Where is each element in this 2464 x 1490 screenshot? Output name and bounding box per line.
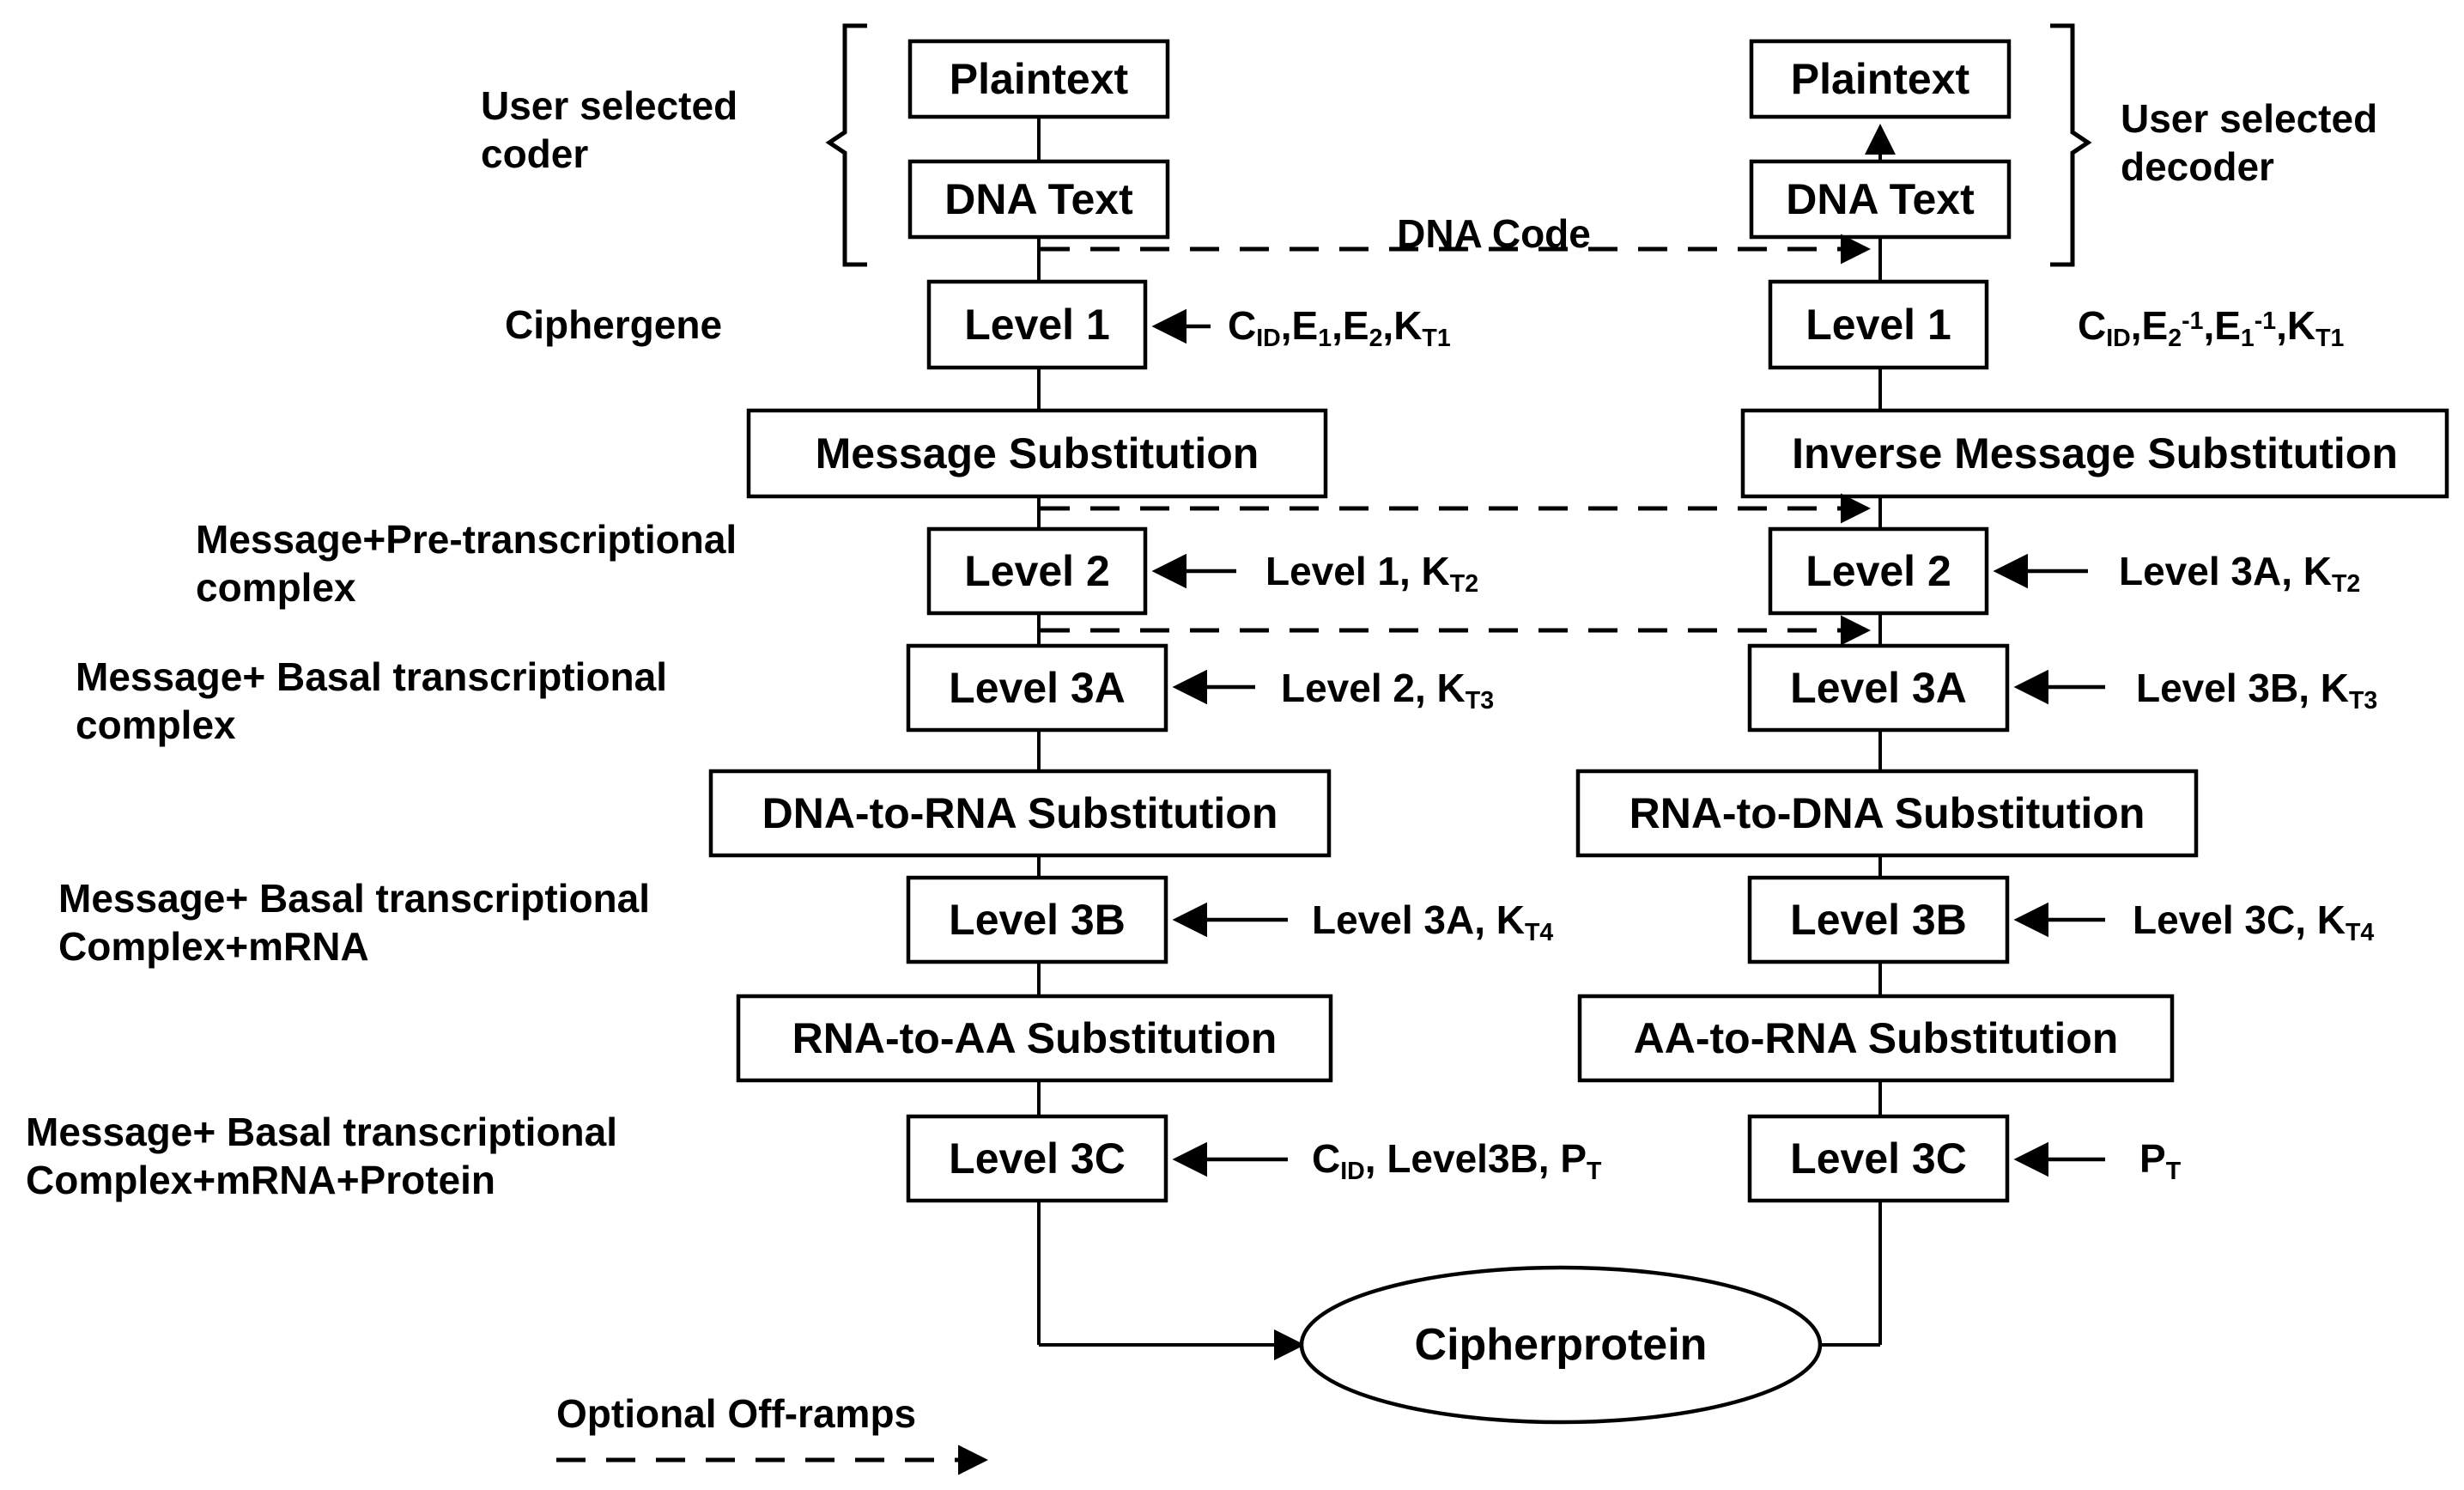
label-user-selected-decoder: User selected decoder (2121, 96, 2378, 190)
box-decoder-rna-to-dna (1575, 769, 2199, 858)
box-decoder-level-3c (1747, 1114, 2010, 1203)
key-decoder-level-3a: Level 3B, KT3 (2136, 666, 2378, 715)
key-decoder-level-3b: Level 3C, KT4 (2133, 897, 2375, 946)
node-decoder-level-2[interactable]: Level 2 (1806, 546, 1951, 595)
key-coder-level-2: Level 1, KT2 (1265, 549, 1479, 598)
label-dna-code: DNA Code (1397, 211, 1591, 256)
node-decoder-dna-text[interactable]: DNA Text (1786, 174, 1975, 223)
box-decoder-plaintext (1749, 39, 2012, 119)
coder-brace (825, 23, 867, 267)
box-decoder-inverse-message-substitution (1740, 408, 2449, 499)
node-coder-plaintext[interactable]: Plaintext (949, 54, 1129, 103)
node-coder-dna-text[interactable]: DNA Text (944, 174, 1133, 223)
node-coder-level-3c[interactable]: Level 3C (949, 1134, 1126, 1183)
label-level-2-description: Message+Pre-transcriptional complex (196, 517, 737, 611)
node-decoder-aa-to-rna-substitution[interactable]: AA-to-RNA Substitution (1633, 1013, 2119, 1062)
decoder-connectors (1818, 124, 1896, 1347)
decoder-brace (2050, 23, 2092, 267)
offramp-dashed-arrows (556, 234, 1871, 1475)
cipherprotein-ellipse (1299, 1265, 1823, 1425)
label-user-selected-coder: User selected coder (481, 83, 738, 177)
node-coder-rna-to-aa-substitution[interactable]: RNA-to-AA Substitution (792, 1013, 1278, 1062)
box-decoder-aa-to-rna (1577, 994, 2175, 1083)
box-decoder-dna-text (1749, 159, 2012, 240)
node-coder-level-2[interactable]: Level 2 (964, 546, 1110, 595)
node-decoder-plaintext[interactable]: Plaintext (1790, 54, 1970, 103)
key-coder-level-3a: Level 2, KT3 (1281, 666, 1495, 715)
box-coder-level-3c (906, 1114, 1168, 1203)
box-coder-level-3b (906, 875, 1168, 964)
box-coder-dna-to-rna (708, 769, 1332, 858)
key-coder-level-3b: Level 3A, KT4 (1312, 897, 1554, 946)
label-ciphergene: Ciphergene (505, 302, 723, 347)
node-coder-message-substitution[interactable]: Message Substitution (815, 429, 1259, 477)
node-decoder-rna-to-dna-substitution[interactable]: RNA-to-DNA Substitution (1629, 788, 2145, 837)
node-coder-level-3a[interactable]: Level 3A (949, 663, 1126, 712)
box-coder-plaintext (907, 39, 1170, 119)
coder-connectors (1037, 117, 1305, 1360)
label-level-3c-description: Message+ Basal transcriptional Complex+m… (26, 1110, 618, 1203)
box-coder-rna-to-aa (736, 994, 1333, 1083)
key-coder-level-1: CID,E1,E2,KT1 (1228, 303, 1451, 352)
node-coder-dna-to-rna-substitution[interactable]: DNA-to-RNA Substitution (762, 788, 1278, 837)
node-cipherprotein[interactable]: Cipherprotein (1414, 1319, 1708, 1370)
node-decoder-level-3b[interactable]: Level 3B (1790, 895, 1967, 944)
decoder-boxes (1575, 39, 2449, 1203)
node-decoder-level-3a[interactable]: Level 3A (1790, 663, 1967, 712)
box-coder-dna-text (907, 159, 1170, 240)
box-coder-level-3a (906, 643, 1168, 733)
node-decoder-level-1[interactable]: Level 1 (1806, 300, 1951, 349)
key-coder-level-3c: CID, Level3B, PT (1312, 1136, 1602, 1185)
key-decoder-level-2: Level 3A, KT2 (2119, 549, 2361, 598)
box-decoder-level-3a (1747, 643, 2010, 733)
key-decoder-level-1: CID,E2-1,E1-1,KT1 (2078, 303, 2345, 352)
input-arrows (1151, 308, 2105, 1177)
node-decoder-level-3c[interactable]: Level 3C (1790, 1134, 1967, 1183)
label-level-3a-description: Message+ Basal transcriptional complex (76, 654, 668, 748)
label-level-3b-description: Message+ Basal transcriptional Complex+m… (58, 876, 651, 970)
node-decoder-inverse-message-substitution[interactable]: Inverse Message Substitution (1792, 429, 2398, 477)
key-decoder-level-3c: PT (2139, 1136, 2182, 1185)
box-coder-message-substitution (746, 408, 1328, 499)
label-optional-offramps: Optional Off-ramps (556, 1391, 917, 1436)
node-coder-level-1[interactable]: Level 1 (964, 300, 1110, 349)
box-decoder-level-3b (1747, 875, 2010, 964)
node-coder-level-3b[interactable]: Level 3B (949, 895, 1126, 944)
